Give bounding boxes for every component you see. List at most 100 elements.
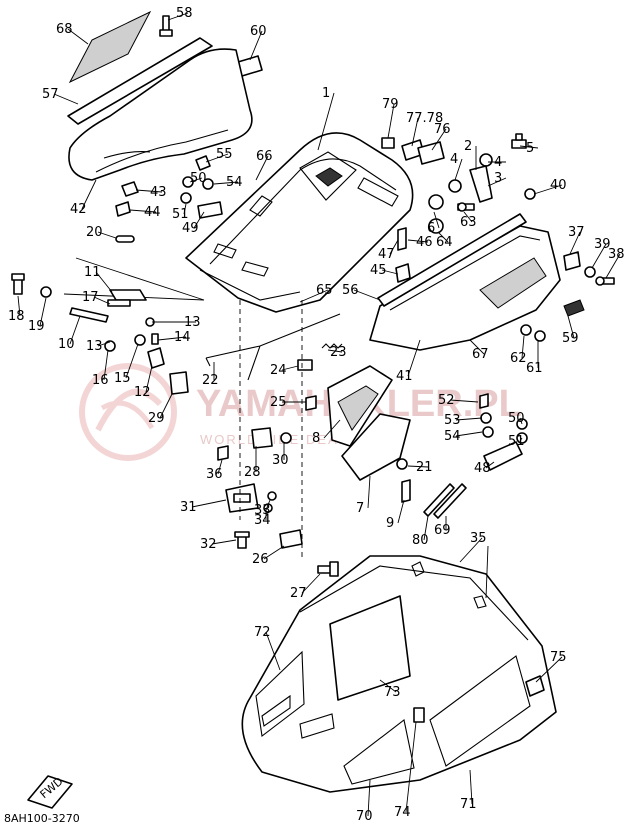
washer-54 xyxy=(202,178,214,190)
reflector-59 xyxy=(563,299,585,317)
washer-53 xyxy=(480,412,492,424)
leader-line-17 xyxy=(81,179,97,210)
bolt-63 xyxy=(457,202,475,212)
callout-label: 69 xyxy=(434,523,451,538)
side-panel-70 xyxy=(343,719,415,785)
callout-label: 76 xyxy=(434,122,451,137)
callout-label: 50 xyxy=(190,171,207,186)
leader-line-2 xyxy=(249,30,263,61)
callout-label: 50 xyxy=(508,411,525,426)
leader-line-72 xyxy=(423,515,429,541)
callout-label: 23 xyxy=(330,345,347,360)
leader-line-55 xyxy=(159,393,173,419)
leader-line-28 xyxy=(381,269,399,275)
callout-label: 79 xyxy=(382,97,399,112)
strip-80 xyxy=(423,483,455,517)
callout-label: 49 xyxy=(182,221,199,236)
leader-line-21 xyxy=(487,177,507,187)
leader-line-79 xyxy=(535,656,563,683)
leader-line-59 xyxy=(519,437,523,442)
callout-label: 7 xyxy=(356,501,364,516)
bolt-5 xyxy=(511,133,527,149)
callout-label: 64 xyxy=(436,235,453,250)
bolt-9 xyxy=(401,479,411,503)
leader-line-4 xyxy=(317,92,335,151)
panel-68 xyxy=(68,10,152,84)
leader-line-8 xyxy=(205,153,229,163)
screw-47 xyxy=(397,227,407,251)
leader-line-82 xyxy=(367,779,371,817)
callout-label: 26 xyxy=(252,552,269,567)
leader-line-29 xyxy=(97,231,117,239)
leader-line-10 xyxy=(519,145,539,149)
leader-line-32 xyxy=(605,253,621,279)
leader-line-47 xyxy=(521,335,525,359)
pin-20 xyxy=(115,235,135,243)
callout-label: 35 xyxy=(470,531,487,546)
callout-label: 41 xyxy=(396,369,413,384)
leader-line-7 xyxy=(431,128,447,151)
callout-label: 11 xyxy=(84,265,101,280)
nut-61 xyxy=(534,330,546,342)
stay-12 xyxy=(147,347,165,369)
callout-label: 8 xyxy=(312,431,320,446)
callout-label: 9 xyxy=(386,516,394,531)
callout-label: 60 xyxy=(250,24,267,39)
leader-line-27 xyxy=(389,239,399,255)
callout-label: 46 xyxy=(416,235,433,250)
rod-10 xyxy=(69,307,109,323)
leader-line-58 xyxy=(455,417,483,421)
washer-54b xyxy=(482,426,494,438)
bracket-2 xyxy=(469,165,493,203)
leader-line-35b xyxy=(485,545,489,599)
leader-line-26 xyxy=(407,239,429,243)
window-72 xyxy=(255,650,305,738)
bracket-48 xyxy=(483,441,523,471)
leader-line-75 xyxy=(263,545,285,560)
callout-label: 54 xyxy=(444,429,461,444)
leader-line-37 xyxy=(39,297,47,327)
reflector-75 xyxy=(525,675,545,697)
callout-label: 80 xyxy=(412,533,429,548)
callout-label: 4 xyxy=(494,155,502,170)
clip-74 xyxy=(413,707,425,723)
leader-line-52 xyxy=(327,349,343,353)
callout-label: 52 xyxy=(438,393,455,408)
leader-line-44 xyxy=(299,289,329,303)
washer-62 xyxy=(520,324,532,336)
callout-label: 48 xyxy=(474,461,491,476)
strip-69 xyxy=(433,483,467,519)
callout-label: 17 xyxy=(82,290,99,305)
leader-line-19 xyxy=(183,203,187,215)
callout-label: 29 xyxy=(148,411,165,426)
leader-line-15 xyxy=(213,181,239,185)
wire-harness-22 xyxy=(205,313,341,381)
bolt-18 xyxy=(11,273,25,295)
leader-line-12 xyxy=(454,158,463,181)
leader-line-80 xyxy=(379,679,397,693)
fwd-arrow-icon: FWD xyxy=(27,775,73,809)
leader-line-45 xyxy=(353,289,381,301)
screw-36 xyxy=(217,445,229,461)
leader-line-42 xyxy=(157,336,187,341)
trim-56 xyxy=(377,213,527,307)
callout-label: 51 xyxy=(172,207,189,222)
side-panel-71 xyxy=(429,655,531,767)
callout-label: 53 xyxy=(444,413,461,428)
washer-4b xyxy=(479,153,493,167)
plate-17 xyxy=(107,299,131,307)
callout-label: 12 xyxy=(134,385,151,400)
windshield-housing-42 xyxy=(68,48,253,181)
leader-line-53 xyxy=(281,365,299,371)
trim-strip-57 xyxy=(67,37,213,125)
leader-line-49 xyxy=(407,339,421,377)
leader-line-0 xyxy=(67,28,89,45)
leader-line-46 xyxy=(567,315,575,339)
leader-line-23 xyxy=(433,211,440,229)
bracket-49 xyxy=(197,201,223,219)
leader-line-57 xyxy=(519,417,523,425)
callout-label: 65 xyxy=(316,283,333,298)
callout-label: 32 xyxy=(200,537,217,552)
callout-label: 28 xyxy=(244,465,261,480)
